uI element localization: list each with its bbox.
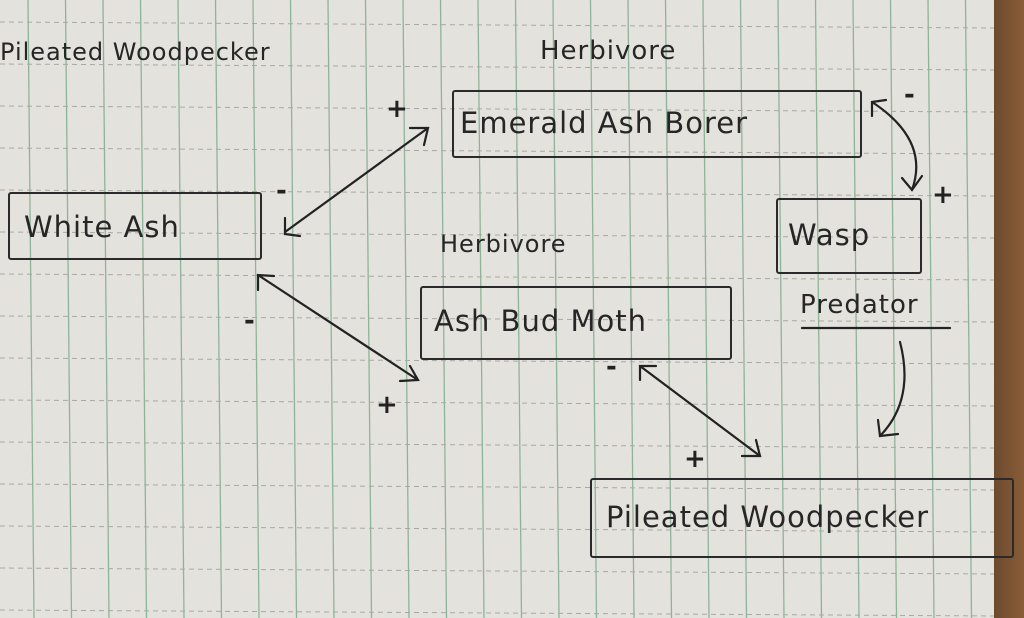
rule-line [852, 0, 860, 618]
dashed-line [0, 525, 996, 533]
rule-line [664, 0, 673, 618]
node-label: Pileated Woodpecker [606, 500, 930, 534]
sign-woodpecker-from-moth: + [684, 444, 706, 474]
rule-line [289, 0, 298, 618]
rule-line [814, 0, 823, 618]
sign-ash-from-borer: - [276, 176, 287, 206]
node-pileated-woodpecker: Pileated Woodpecker [590, 478, 1014, 558]
arrow-ash-bud-moth-woodpecker [638, 364, 762, 458]
dashed-line [0, 609, 996, 617]
dashed-line [0, 441, 996, 449]
rule-line [552, 0, 560, 618]
rule-line [477, 0, 485, 618]
rule-line [402, 0, 410, 618]
rule-line [439, 0, 448, 618]
dashed-line [0, 189, 996, 197]
dashed-line [0, 105, 996, 113]
dashed-line [0, 147, 996, 155]
arrow-borer-wasp [870, 98, 924, 192]
rule-line [589, 0, 598, 618]
arrow-white-ash-emerald-ash-borer [283, 126, 430, 238]
rule-line [177, 0, 185, 618]
rule-line [327, 0, 335, 618]
sign-ash-from-moth: - [244, 306, 255, 336]
sign-moth-from-ash: + [376, 390, 398, 420]
dashed-line [0, 315, 996, 323]
wood-table-edge [994, 0, 1024, 618]
dashed-line [0, 567, 996, 575]
rule-line [214, 0, 223, 618]
dashed-line [0, 21, 996, 29]
rule-line [702, 0, 710, 618]
arrow-white-ash-ash-bud-moth [256, 273, 420, 383]
node-white-ash: White Ash [8, 192, 262, 260]
sign-borer-from-wasp: - [904, 80, 915, 110]
rule-line [364, 0, 373, 618]
horizontal-dashed-lines [0, 21, 996, 617]
sign-borer-from-ash: + [386, 94, 408, 124]
node-label: Emerald Ash Borer [460, 106, 749, 140]
dashed-line [0, 483, 996, 491]
dashed-line [0, 273, 996, 281]
vertical-rule-lines [27, 0, 973, 618]
rule-line [777, 0, 785, 618]
dashed-line [0, 399, 996, 407]
rule-line [64, 0, 73, 618]
rule-line [514, 0, 523, 618]
rule-line [739, 0, 748, 618]
rule-line [627, 0, 635, 618]
dashed-line [0, 231, 996, 239]
sign-wasp-from-borer: + [932, 180, 954, 210]
rule-line [252, 0, 260, 618]
rule-line [139, 0, 148, 618]
node-emerald-ash-borer: Emerald Ash Borer [452, 90, 862, 158]
title-note: Pileated Woodpecker [0, 38, 271, 66]
node-ash-bud-moth: Ash Bud Moth [420, 286, 732, 360]
dashed-line [0, 357, 996, 365]
dashed-line [0, 63, 996, 71]
node-wasp: Wasp [776, 198, 922, 274]
rule-line [889, 0, 898, 618]
arrow-predator-woodpecker [876, 340, 906, 438]
herbivore-label-top: Herbivore [540, 36, 677, 66]
node-label: Wasp [788, 218, 871, 252]
rule-line [964, 0, 973, 618]
node-label: White Ash [24, 210, 180, 244]
node-label: Ash Bud Moth [434, 304, 647, 338]
rule-line [27, 0, 35, 618]
rule-line [102, 0, 110, 618]
sign-moth-from-woodpecker: - [606, 352, 617, 382]
herbivore-label-mid: Herbivore [440, 230, 567, 258]
rule-line [927, 0, 935, 618]
predator-label: Predator [800, 290, 919, 320]
